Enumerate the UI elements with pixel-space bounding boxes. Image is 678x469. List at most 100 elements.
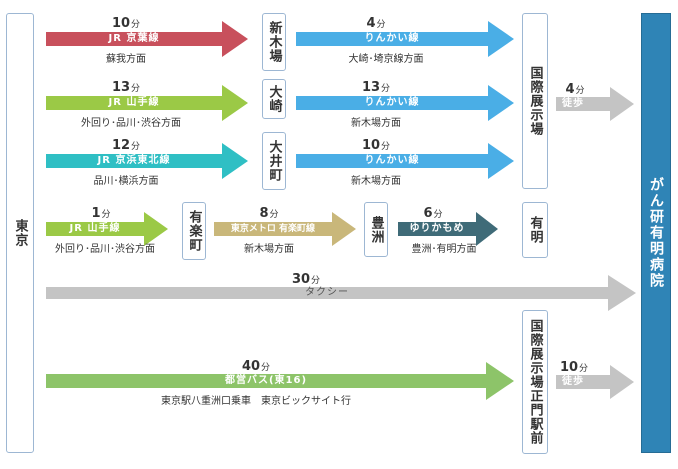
station-kokusai-tenjijo-seimon-label: 国際展示場正門駅前: [527, 319, 543, 445]
station-yurakucho-label: 有楽町: [186, 210, 202, 252]
station-oimachi: 大井町: [262, 132, 286, 190]
route-bus-arrow-polygon: [46, 362, 514, 400]
route-yamanote-2-arrow: JR 山手線: [46, 212, 168, 246]
route-rinkai-3-time: 10分: [296, 138, 456, 153]
route-keihin-arrow: JR 京浜東北線: [46, 143, 248, 179]
route-rinkai-1-minutes: 4: [366, 16, 376, 31]
route-rinkai-2-arrow-shape: [296, 85, 514, 121]
destination-label: がん研有明病院: [648, 177, 664, 289]
route-yamanote-1-arrow-shape: [46, 85, 248, 121]
route-bus-arrow: 都営バス(東16): [46, 362, 514, 400]
route-rinkai-3-arrow: りんかい線: [296, 143, 514, 179]
route-yamanote-1-minutes: 13: [111, 80, 131, 95]
route-rinkai-3-unit: 分: [381, 142, 391, 152]
route-rinkai-2-direction: 新木場方面: [351, 118, 401, 129]
route-keihin-unit: 分: [131, 142, 141, 152]
route-yurikamome-arrow-shape: [398, 212, 498, 246]
walk-2-unit: 分: [579, 364, 589, 374]
route-yurikamome-time: 6分: [398, 206, 468, 221]
route-yurikamome-unit: 分: [433, 210, 443, 220]
route-keihin-line: JR 京浜東北線: [97, 155, 171, 166]
route-keiyo-direction: 蘇我方面: [106, 54, 146, 65]
route-yamanote-1-time: 13分: [46, 80, 206, 95]
route-yamanote-1-direction: 外回り･品川･渋谷方面: [81, 118, 181, 129]
route-keihin-minutes: 12: [111, 138, 131, 153]
route-taxi-arrow-polygon: [46, 275, 636, 311]
route-yurakucho-line-arrow: 東京メトロ 有楽町線: [214, 212, 356, 246]
route-yamanote-1-arrow-polygon: [46, 85, 248, 121]
station-tokyo-label: 東京: [12, 219, 28, 247]
station-shinkiba: 新木場: [262, 13, 286, 71]
route-keiyo-arrow: JR 京葉線: [46, 21, 248, 57]
station-ariake: 有明: [522, 202, 548, 258]
walk-2-arrow-polygon: [556, 365, 634, 399]
walk-2-time: 10分: [556, 360, 592, 375]
route-rinkai-2-line: りんかい線: [364, 97, 420, 108]
route-bus-unit: 分: [261, 363, 271, 373]
route-yamanote-1-unit: 分: [131, 84, 141, 94]
route-yamanote-2-minutes: 1: [91, 206, 101, 221]
route-yamanote-2-unit: 分: [101, 210, 111, 220]
route-yamanote-2-line: JR 山手線: [69, 223, 121, 234]
walk-1-arrow-polygon: [556, 87, 634, 121]
station-yurakucho: 有楽町: [182, 202, 206, 260]
route-bus-time: 40分: [46, 359, 466, 374]
route-yurakucho-line-direction: 新木場方面: [244, 244, 294, 255]
walk-1-unit: 分: [575, 86, 585, 96]
route-taxi-time: 30分: [46, 272, 566, 287]
route-keiyo-arrow-shape: [46, 21, 248, 57]
route-keihin-direction: 品川･横浜方面: [93, 176, 159, 187]
station-osaki-label: 大崎: [266, 85, 282, 113]
route-yurikamome-arrow: ゆりかもめ: [398, 212, 498, 246]
route-keiyo-arrow-polygon: [46, 21, 248, 57]
route-rinkai-2-unit: 分: [381, 84, 391, 94]
route-yurikamome-direction: 豊洲･有明方面: [411, 244, 477, 255]
route-rinkai-1-arrow-shape: [296, 21, 514, 57]
route-yamanote-2-direction: 外回り･品川･渋谷方面: [55, 244, 155, 255]
route-keihin-time: 12分: [46, 138, 206, 153]
route-yamanote-1-line: JR 山手線: [108, 97, 160, 108]
station-ariake-label: 有明: [527, 216, 543, 244]
route-bus-line: 都営バス(東16): [224, 375, 308, 386]
station-tokyo: 東京: [6, 13, 34, 453]
station-oimachi-label: 大井町: [266, 140, 282, 182]
route-yurakucho-line-minutes: 8: [259, 206, 269, 221]
station-shinkiba-label: 新木場: [266, 21, 282, 63]
route-keiyo-minutes: 10: [111, 16, 131, 31]
route-keiyo-line: JR 京葉線: [108, 33, 160, 44]
destination-gan-ken-ariake-hospital: がん研有明病院: [641, 13, 671, 453]
route-rinkai-3-line: りんかい線: [364, 155, 420, 166]
route-rinkai-2-arrow-polygon: [296, 85, 514, 121]
route-taxi-arrow: タクシー: [46, 275, 636, 311]
route-rinkai-1-arrow: りんかい線: [296, 21, 514, 57]
walk-1-arrow: 徒歩: [556, 87, 634, 121]
route-rinkai-1-direction: 大崎･埼京線方面: [348, 54, 424, 65]
walk-1-minutes: 4: [565, 82, 575, 97]
walk-1-time: 4分: [560, 82, 590, 97]
route-yurakucho-line-time: 8分: [214, 206, 324, 221]
route-taxi-minutes: 30: [291, 272, 311, 287]
route-yurikamome-minutes: 6: [423, 206, 433, 221]
walk-2-label: 徒歩: [562, 376, 584, 387]
route-rinkai-3-arrow-shape: [296, 143, 514, 179]
route-yurakucho-line-unit: 分: [269, 210, 279, 220]
route-yurakucho-line-arrow-polygon: [214, 212, 356, 246]
route-taxi-line: タクシー: [305, 287, 349, 298]
route-keiyo-unit: 分: [131, 20, 141, 30]
route-yamanote-2-arrow-shape: [46, 212, 168, 246]
route-taxi-unit: 分: [311, 276, 321, 286]
route-bus-direction: 東京駅八重洲口乗車 東京ビックサイト行: [161, 396, 351, 407]
route-yurikamome-line: ゆりかもめ: [409, 223, 465, 234]
route-yurakucho-line-line: 東京メトロ 有楽町線: [230, 224, 316, 234]
route-rinkai-1-arrow-polygon: [296, 21, 514, 57]
route-yurikamome-arrow-polygon: [398, 212, 498, 246]
route-keiyo-time: 10分: [46, 16, 206, 31]
route-rinkai-1-unit: 分: [376, 20, 386, 30]
route-keihin-arrow-polygon: [46, 143, 248, 179]
route-rinkai-3-minutes: 10: [361, 138, 381, 153]
station-toyosu-label: 豊洲: [368, 215, 384, 244]
station-kokusai-tenjijo-label: 国際展示場: [527, 66, 543, 136]
route-taxi-arrow-shape: [46, 275, 636, 311]
walk-2-minutes: 10: [559, 360, 579, 375]
route-rinkai-2-arrow: りんかい線: [296, 85, 514, 121]
